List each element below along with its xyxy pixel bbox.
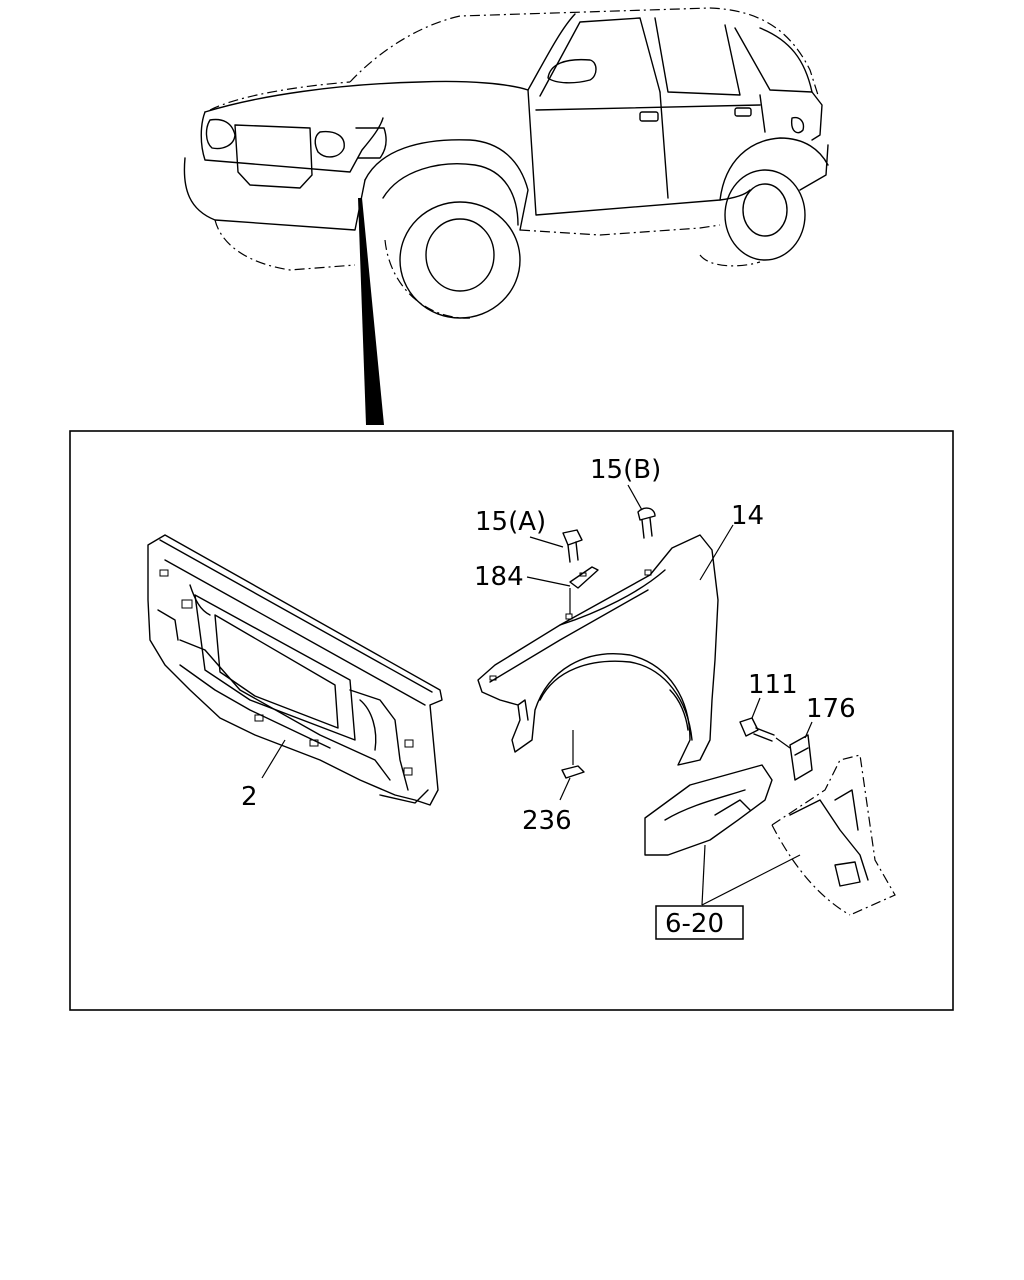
callout-236: 236 [522,806,572,836]
bracket-176-part [789,734,813,781]
callout-176: 176 [806,694,856,724]
callout-184: 184 [474,562,524,592]
wheel-apron-reference-part [644,754,896,916]
radiator-core-support-part [147,534,443,806]
bolt-111-part [739,717,775,742]
bolt-15a-part [562,529,583,563]
front-fender-part [477,534,719,766]
vehicle-overview-illustration [183,7,829,425]
clip-236-part [561,765,585,779]
callout-14: 14 [731,501,764,531]
leader-lines [261,484,813,906]
detail-frame [69,430,954,1011]
callout-111: 111 [748,670,798,700]
reference-box: 6-20 [655,905,744,940]
leader-wedge [358,198,384,425]
callout-15a: 15(A) [475,507,546,537]
callout-2: 2 [241,782,258,812]
callout-15b: 15(B) [590,455,661,485]
reference-box-label: 6-20 [665,909,724,939]
bracket-184-part [569,566,599,589]
bolt-15b-part [637,507,656,539]
